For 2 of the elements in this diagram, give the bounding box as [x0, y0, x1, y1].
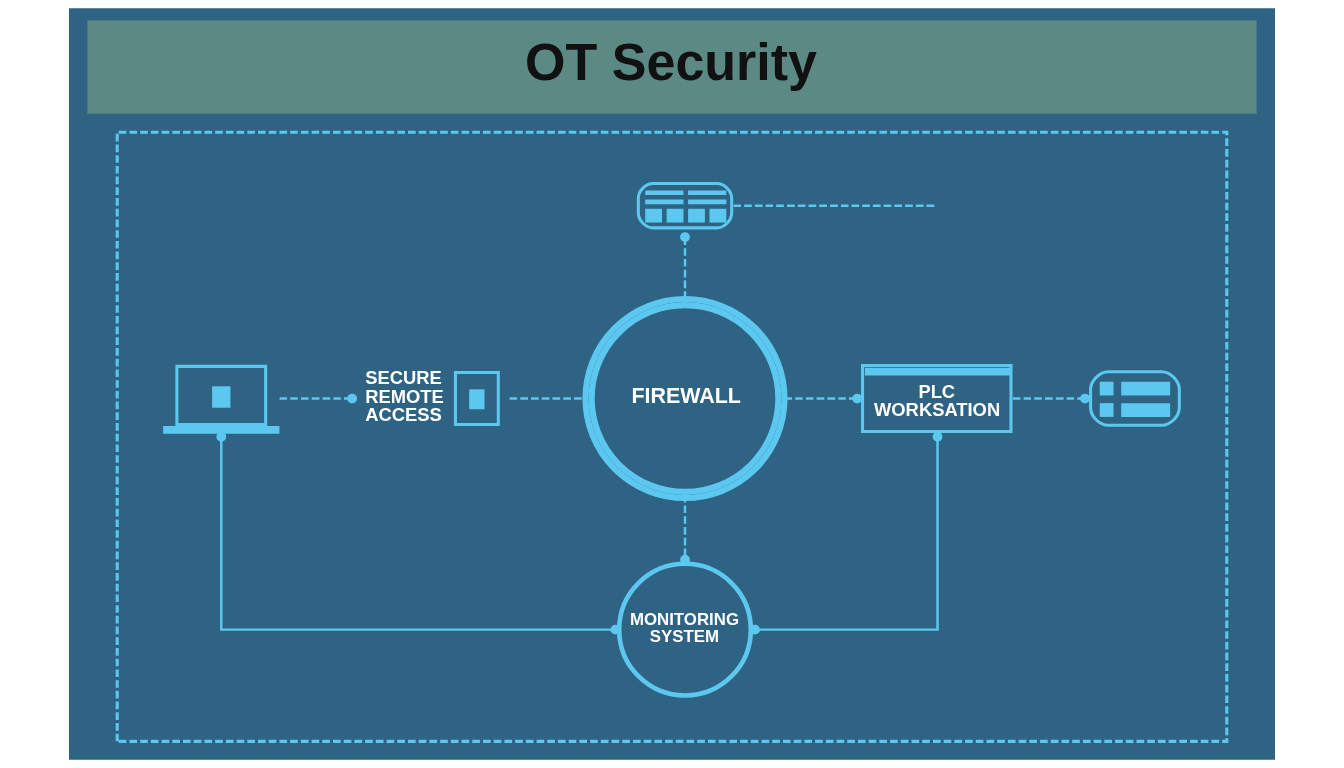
- node-label: SECURE REMOTE ACCESS: [365, 367, 444, 425]
- diagram-title: OT Security: [525, 32, 818, 91]
